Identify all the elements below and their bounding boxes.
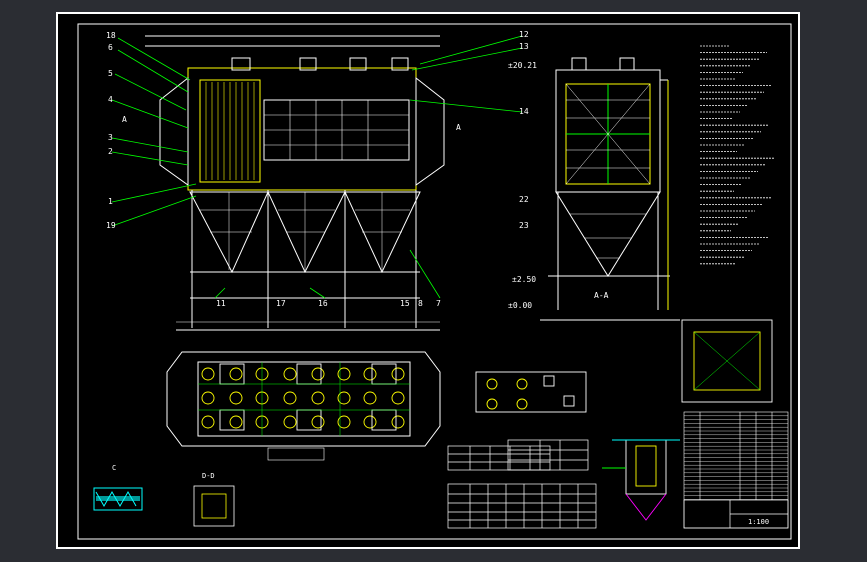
callout-leaders-front bbox=[111, 35, 523, 299]
callout-8: 8 bbox=[418, 299, 423, 308]
elev-ground: ±0.00 bbox=[508, 301, 532, 310]
plan-bolt-hole bbox=[201, 415, 215, 429]
plan-bolt-hole bbox=[311, 367, 325, 381]
plan-bolt-hole bbox=[311, 415, 325, 429]
drawing-inner-frame bbox=[77, 23, 792, 540]
parts-list-rows bbox=[684, 415, 788, 500]
view-label-side: A-A bbox=[594, 291, 609, 300]
elevation-labels: ±20.21 ±2.50 ±0.00 A A bbox=[122, 61, 537, 310]
plan-bolt-hole bbox=[229, 415, 243, 429]
plan-bolt-hole bbox=[391, 391, 405, 405]
plan-view-grid bbox=[198, 362, 410, 436]
stand-plan bbox=[681, 319, 773, 403]
plan-bolt-hole bbox=[363, 415, 377, 429]
callout-17: 17 bbox=[276, 299, 286, 308]
callout-16: 16 bbox=[318, 299, 328, 308]
side-callouts: 22 23 A-A bbox=[519, 195, 609, 300]
technical-notes bbox=[700, 45, 774, 265]
hopper-section-detail bbox=[602, 439, 680, 521]
section-mark-right: A bbox=[456, 123, 461, 132]
callout-14: 14 bbox=[519, 107, 529, 116]
callout-4: 4 bbox=[108, 95, 113, 104]
callout-1: 1 bbox=[108, 197, 113, 206]
detail-c: C bbox=[93, 464, 143, 511]
plan-view bbox=[166, 351, 441, 447]
callout-7: 7 bbox=[436, 299, 441, 308]
plan-bolt-hole bbox=[229, 391, 243, 405]
callout-15: 15 bbox=[400, 299, 410, 308]
elev-top: ±20.21 bbox=[508, 61, 537, 70]
plan-bolt-hole bbox=[363, 367, 377, 381]
detail-c-tag: C bbox=[112, 464, 116, 472]
side-elevation bbox=[540, 57, 680, 321]
callouts-right: 12 13 14 bbox=[519, 30, 529, 116]
callout-6: 6 bbox=[108, 43, 113, 52]
callout-12: 12 bbox=[519, 30, 529, 39]
param-table-2 bbox=[447, 483, 597, 529]
plan-bolt-hole bbox=[391, 367, 405, 381]
callout-22: 22 bbox=[519, 195, 529, 204]
callout-18: 18 bbox=[106, 31, 116, 40]
callout-19: 19 bbox=[106, 221, 116, 230]
plan-bolt-hole bbox=[283, 367, 297, 381]
detail-d: D-D bbox=[193, 472, 235, 527]
plan-bolt-hole bbox=[311, 391, 325, 405]
callouts-left: 18 6 5 4 3 2 1 19 bbox=[106, 31, 116, 230]
elev-mid: ±2.50 bbox=[512, 275, 536, 284]
detail-d-tag: D-D bbox=[202, 472, 215, 480]
plan-bolt-hole bbox=[337, 391, 351, 405]
plan-bolt-hole bbox=[391, 415, 405, 429]
callout-2: 2 bbox=[108, 147, 113, 156]
plan-bolt-hole bbox=[229, 367, 243, 381]
plan-bolt-hole bbox=[337, 415, 351, 429]
callout-13: 13 bbox=[519, 42, 529, 51]
title-block: 1:100 bbox=[683, 499, 789, 529]
plan-bolt-hole bbox=[363, 391, 377, 405]
front-elevation bbox=[145, 35, 445, 331]
roof-plate-detail bbox=[475, 371, 587, 413]
plan-view-bolt-holes bbox=[201, 367, 405, 429]
callout-11: 11 bbox=[216, 299, 226, 308]
callout-23: 23 bbox=[519, 221, 529, 230]
callouts-bottom: 11 17 16 15 8 7 bbox=[216, 299, 441, 308]
plan-bolt-hole bbox=[201, 391, 215, 405]
callout-5: 5 bbox=[108, 69, 113, 78]
plan-view-bottom-grill bbox=[267, 447, 325, 461]
param-table-1 bbox=[447, 439, 589, 471]
title-block-scale: 1:100 bbox=[748, 518, 769, 526]
callout-3: 3 bbox=[108, 133, 113, 142]
plan-bolt-hole bbox=[201, 367, 215, 381]
plan-bolt-hole bbox=[283, 391, 297, 405]
plan-bolt-hole bbox=[337, 367, 351, 381]
section-mark-left: A bbox=[122, 115, 127, 124]
plan-bolt-hole bbox=[283, 415, 297, 429]
